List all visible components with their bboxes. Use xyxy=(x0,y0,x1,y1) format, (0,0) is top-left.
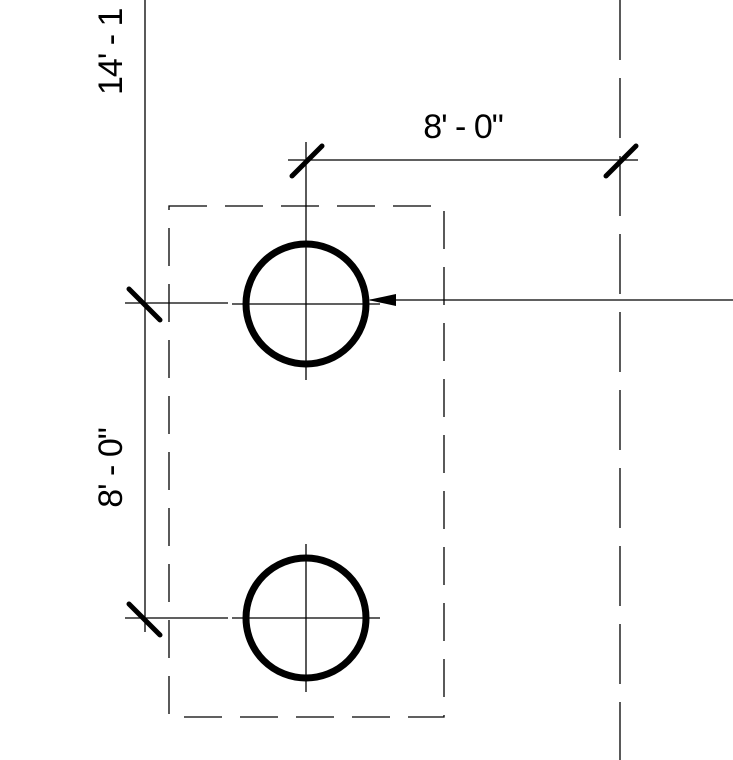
arrow-marker-icon xyxy=(368,294,396,306)
pile-bottom xyxy=(232,544,380,692)
pile-top xyxy=(232,228,380,380)
dimension-tick-right xyxy=(603,143,639,179)
dimension-tick-bottom xyxy=(126,601,163,638)
dimension-text-vertical-top: 14' - 1 xyxy=(92,8,130,95)
dimension-text-vertical-spacing: 8' - 0" xyxy=(92,428,130,508)
dimension-text-horizontal: 8' - 0" xyxy=(423,108,503,146)
dimension-tick-left xyxy=(289,143,325,179)
dimension-tick-top xyxy=(126,286,163,323)
